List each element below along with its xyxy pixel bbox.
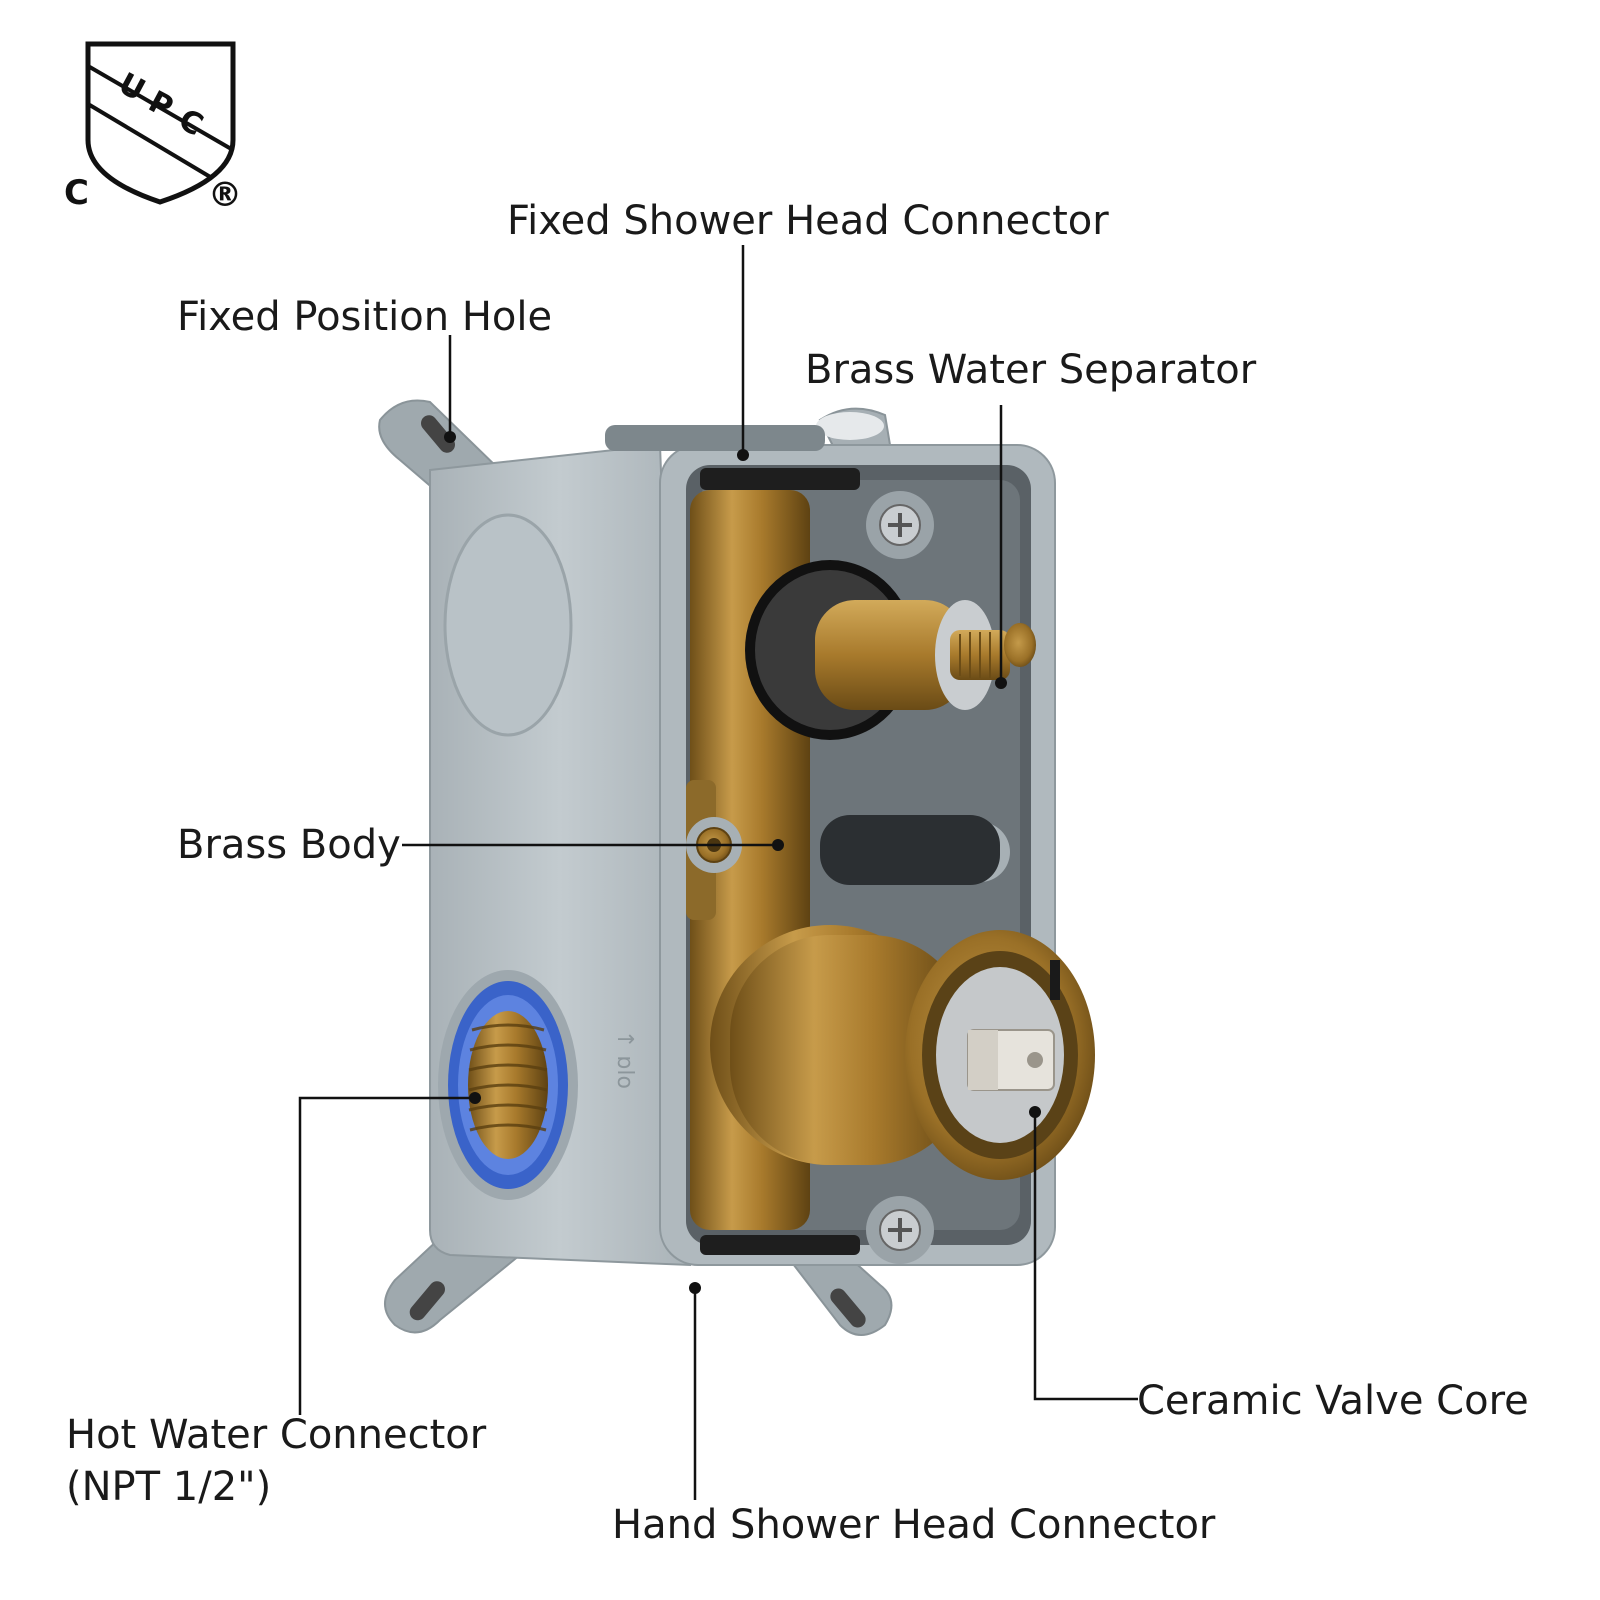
leader-lines <box>298 245 1138 1500</box>
brass-water-separator <box>745 560 1036 740</box>
mounting-ear-top-right <box>816 407 892 472</box>
top-gasket <box>700 468 860 490</box>
label-ceramic-valve-core: Ceramic Valve Core <box>1137 1378 1529 1424</box>
bottom-gasket <box>700 1235 860 1255</box>
ceramic-valve-assembly <box>710 925 1095 1180</box>
screw-top <box>866 491 934 559</box>
knockout-plug <box>443 513 573 737</box>
upc-c-letter: C <box>64 173 89 213</box>
shield-icon <box>85 41 236 205</box>
label-hand-shower-head-connector: Hand Shower Head Connector <box>612 1502 1216 1548</box>
upc-letter-c: C <box>173 102 209 143</box>
inner-boss <box>820 815 1000 885</box>
label-fixed-shower-head-connector: Fixed Shower Head Connector <box>507 198 1109 244</box>
shield-band <box>86 64 235 152</box>
label-hot-water-connector: Hot Water Connector <box>66 1412 487 1458</box>
upc-certification-logo: U P C C ® <box>64 41 242 215</box>
upc-letter-p: P <box>143 84 179 125</box>
label-brass-body: Brass Body <box>177 822 401 868</box>
label-brass-water-separator: Brass Water Separator <box>805 347 1257 393</box>
shield-band-2 <box>86 102 214 180</box>
leader-ceramic-valve-core <box>1033 1112 1138 1401</box>
label-hot-water-connector-spec: (NPT 1/2") <box>66 1464 272 1510</box>
top-outlet-cap <box>605 425 825 451</box>
screw-bottom <box>866 1196 934 1264</box>
label-fixed-position-hole: Fixed Position Hole <box>177 294 553 340</box>
side-clip <box>1050 960 1060 1000</box>
registered-mark-icon: ® <box>208 175 242 215</box>
upc-letter-u: U <box>113 66 151 108</box>
hot-water-inlet <box>438 970 578 1200</box>
leader-dots <box>444 431 1041 1294</box>
leader-hot-water-connector <box>298 1096 475 1415</box>
housing-embossed-mark: ↑ ɒlo <box>612 1030 637 1089</box>
